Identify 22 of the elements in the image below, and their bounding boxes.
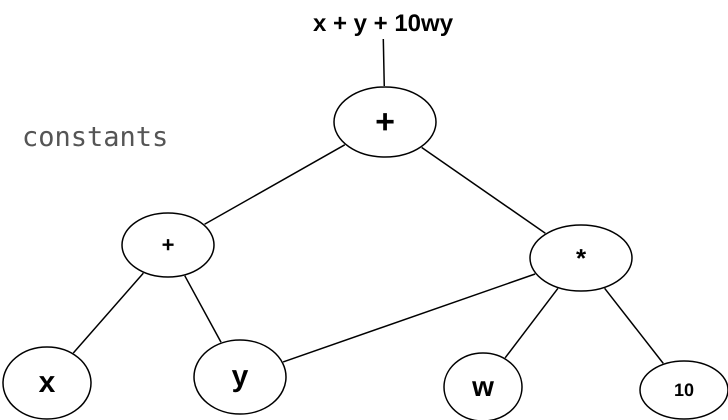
tree-node-ellipse [121, 212, 215, 278]
connector-line [282, 273, 536, 363]
node-symbol: 10 [674, 381, 694, 399]
tree-node-ellipse [333, 86, 437, 158]
connector-line [184, 275, 222, 343]
expression-label: x + y + 10wy [312, 12, 454, 36]
node-symbol: + [162, 234, 174, 256]
node-symbol: y [232, 362, 248, 392]
connector-line [421, 146, 546, 234]
connector-line [382, 38, 386, 86]
tree-node-ellipse [2, 346, 92, 420]
connector-line [204, 144, 346, 225]
annotation-text: constants [22, 122, 168, 153]
connector-line [72, 272, 144, 354]
node-symbol: * [576, 245, 586, 271]
tree-node-ellipse [529, 224, 633, 292]
connector-line [604, 288, 664, 364]
node-symbol: x [38, 368, 56, 398]
node-symbol: + [375, 105, 395, 139]
tree-node-ellipse [193, 339, 287, 415]
connector-line [504, 288, 558, 358]
node-symbol: w [472, 373, 494, 401]
